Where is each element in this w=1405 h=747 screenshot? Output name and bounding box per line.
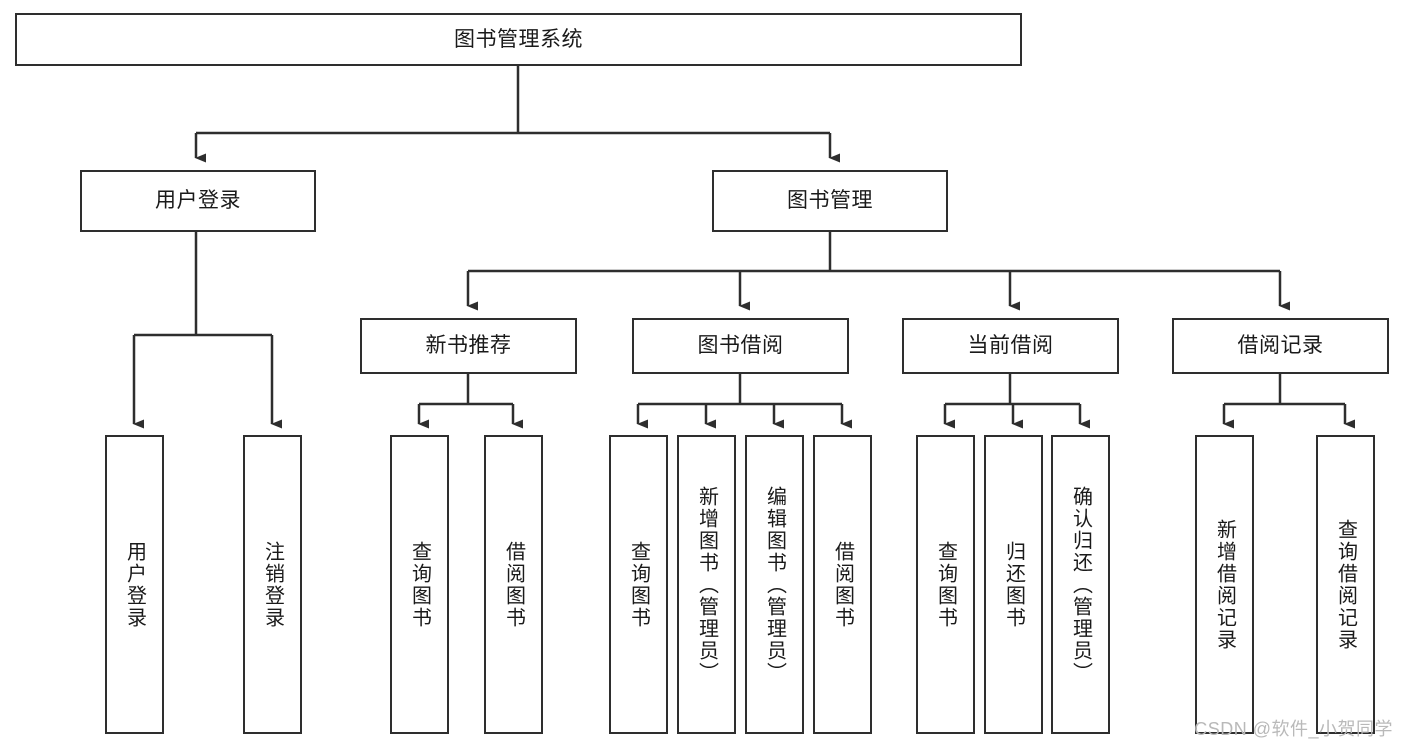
leaf-user-login-logout[interactable]: 注销登录 [243, 435, 302, 734]
node-label-user-login: 用户登录 [155, 189, 241, 213]
connector-group-new-book [417, 374, 523, 429]
leaf-new-book-query[interactable]: 查询图书 [390, 435, 449, 734]
leaf-label-book-borrow-edit: 编辑图书（管理员） [763, 485, 786, 684]
node-label-book-borrow: 图书借阅 [697, 334, 784, 358]
node-label-new-book-recommend: 新书推荐 [425, 334, 512, 358]
node-borrow-records[interactable]: 借阅记录 [1172, 318, 1389, 374]
leaf-label-book-borrow-add: 新增图书（管理员） [695, 485, 718, 684]
connector-group-current-borrow [943, 374, 1090, 429]
connector-group-book-borrow [636, 374, 852, 429]
leaf-label-new-book-borrow: 借阅图书 [502, 540, 525, 629]
leaf-book-borrow-add[interactable]: 新增图书（管理员） [677, 435, 736, 734]
leaf-label-user-login-login: 用户登录 [123, 540, 146, 629]
node-new-book-recommend[interactable]: 新书推荐 [360, 318, 577, 374]
connector-group-book-management [466, 232, 1290, 311]
leaf-borrow-records-add[interactable]: 新增借阅记录 [1195, 435, 1254, 734]
watermark-text: CSDN @软件_小贺同学 [1194, 719, 1393, 739]
node-user-login[interactable]: 用户登录 [80, 170, 316, 232]
leaf-user-login-login[interactable]: 用户登录 [105, 435, 164, 734]
connector-group-user-login [132, 232, 282, 429]
node-book-borrow[interactable]: 图书借阅 [632, 318, 849, 374]
node-root-system[interactable]: 图书管理系统 [15, 13, 1022, 66]
leaf-label-borrow-records-add: 新增借阅记录 [1213, 518, 1236, 651]
leaf-book-borrow-edit[interactable]: 编辑图书（管理员） [745, 435, 804, 734]
node-label-current-borrow: 当前借阅 [967, 334, 1054, 358]
node-label-root-system: 图书管理系统 [454, 27, 583, 51]
leaf-label-borrow-records-query: 查询借阅记录 [1334, 518, 1357, 651]
leaf-label-book-borrow-borrow: 借阅图书 [831, 540, 854, 629]
leaf-book-borrow-borrow[interactable]: 借阅图书 [813, 435, 872, 734]
connector-group-root [194, 66, 840, 163]
leaf-label-current-borrow-return: 归还图书 [1002, 540, 1025, 629]
node-label-borrow-records: 借阅记录 [1237, 334, 1324, 358]
connector-group-borrow-records [1222, 374, 1355, 429]
leaf-new-book-borrow[interactable]: 借阅图书 [484, 435, 543, 734]
leaf-label-user-login-logout: 注销登录 [261, 540, 284, 629]
leaf-current-borrow-confirm[interactable]: 确认归还（管理员） [1051, 435, 1110, 734]
leaf-label-current-borrow-confirm: 确认归还（管理员） [1069, 485, 1092, 684]
node-book-management[interactable]: 图书管理 [712, 170, 948, 232]
leaf-label-book-borrow-query: 查询图书 [627, 540, 650, 629]
node-label-book-management: 图书管理 [787, 189, 873, 213]
leaf-current-borrow-return[interactable]: 归还图书 [984, 435, 1043, 734]
leaf-book-borrow-query[interactable]: 查询图书 [609, 435, 668, 734]
leaf-current-borrow-query[interactable]: 查询图书 [916, 435, 975, 734]
leaf-borrow-records-query[interactable]: 查询借阅记录 [1316, 435, 1375, 734]
leaf-label-new-book-query: 查询图书 [408, 540, 431, 629]
leaf-label-current-borrow-query: 查询图书 [934, 540, 957, 629]
node-current-borrow[interactable]: 当前借阅 [902, 318, 1119, 374]
